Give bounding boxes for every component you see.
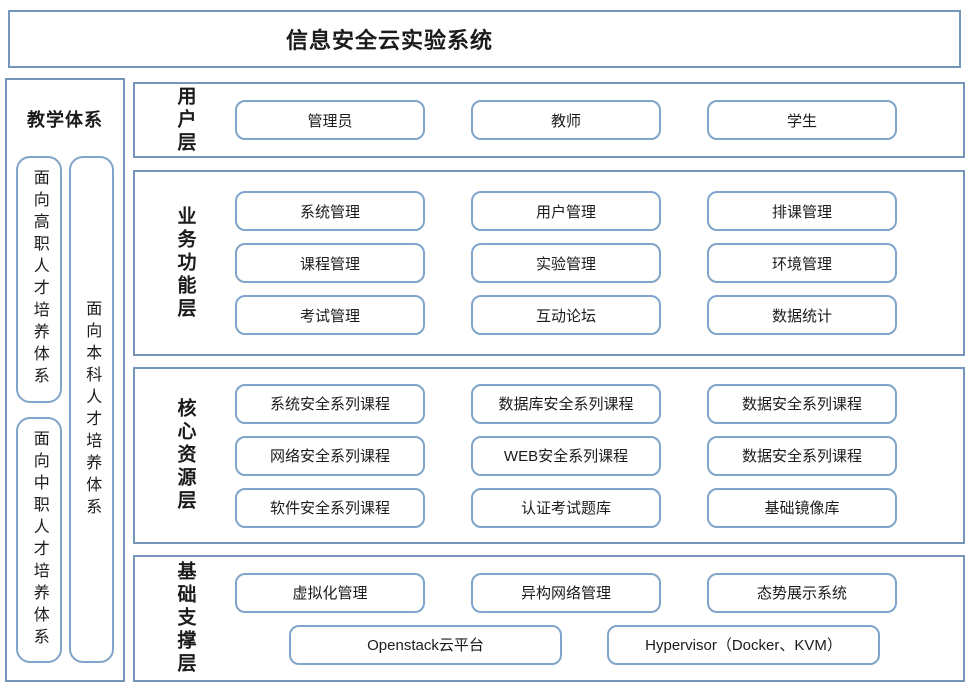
web-security-courses-box: WEB安全系列课程: [471, 435, 661, 476]
teaching-system-columns: 面向高职人才培养体系 面向中职人才培养体系 面向本科人才培养体系: [7, 132, 123, 680]
course-mgmt-box: 课程管理: [235, 243, 425, 283]
infrastructure-layer-label-wrap: 基础支撑层: [135, 557, 235, 680]
virtualization-mgmt-box: 虚拟化管理: [235, 572, 425, 613]
environment-mgmt-box: 环境管理: [707, 243, 897, 283]
teacher-box: 教师: [471, 100, 661, 140]
network-security-courses-box: 网络安全系列课程: [235, 435, 425, 476]
title-bar: 信息安全云实验系统: [8, 10, 961, 68]
openstack-platform-box: Openstack云平台: [289, 624, 562, 665]
experiment-mgmt-box: 实验管理: [471, 243, 661, 283]
user-layer: 用户层 管理员 教师 学生: [133, 82, 965, 158]
system-security-courses-box: 系统安全系列课程: [235, 383, 425, 424]
admin-box: 管理员: [235, 100, 425, 140]
page-title: 信息安全云实验系统: [285, 28, 493, 53]
business-layer-label-wrap: 业务功能层: [135, 172, 235, 354]
secondary-vocational-label: 面向中职人才培养体系: [30, 429, 48, 650]
base-image-library-box: 基础镜像库: [707, 487, 897, 528]
infrastructure-layer-content: 虚拟化管理 异构网络管理 态势展示系统 Openstack云平台 Hypervi…: [235, 557, 963, 680]
user-layer-label: 用户层: [174, 85, 196, 155]
hypervisor-box: Hypervisor（Docker、KVM）: [607, 624, 880, 665]
secondary-vocational-box: 面向中职人才培养体系: [16, 416, 62, 663]
system-mgmt-box: 系统管理: [235, 191, 425, 231]
higher-vocational-label: 面向高职人才培养体系: [30, 169, 48, 390]
user-layer-content: 管理员 教师 学生: [235, 84, 963, 156]
business-layer-content: 系统管理 用户管理 排课管理 课程管理 实验管理 环境管理 考试管理 互动论坛 …: [235, 172, 963, 354]
student-box: 学生: [707, 100, 897, 140]
user-layer-label-wrap: 用户层: [135, 84, 235, 156]
certification-exam-bank-box: 认证考试题库: [471, 487, 661, 528]
business-layer-label: 业务功能层: [174, 205, 196, 321]
statistics-box: 数据统计: [707, 295, 897, 335]
undergraduate-label: 面向本科人才培养体系: [83, 299, 101, 520]
vocational-column: 面向高职人才培养体系 面向中职人才培养体系: [16, 156, 62, 663]
higher-vocational-box: 面向高职人才培养体系: [16, 156, 62, 403]
user-mgmt-box: 用户管理: [471, 191, 661, 231]
situation-display-box: 态势展示系统: [707, 572, 897, 613]
undergraduate-column: 面向本科人才培养体系: [68, 156, 114, 663]
data-security-courses-box-1: 数据安全系列课程: [707, 383, 897, 424]
resource-layer-label-wrap: 核心资源层: [135, 369, 235, 542]
forum-box: 互动论坛: [471, 295, 661, 335]
heterogeneous-network-mgmt-box: 异构网络管理: [471, 572, 661, 613]
exam-mgmt-box: 考试管理: [235, 295, 425, 335]
resource-layer-content: 系统安全系列课程 数据库安全系列课程 数据安全系列课程 网络安全系列课程 WEB…: [235, 369, 963, 542]
undergraduate-box: 面向本科人才培养体系: [68, 156, 114, 663]
scheduling-mgmt-box: 排课管理: [707, 191, 897, 231]
teaching-system-panel: 教学体系 面向高职人才培养体系 面向中职人才培养体系 面向本科人才培养体系: [5, 78, 125, 682]
data-security-courses-box-2: 数据安全系列课程: [707, 435, 897, 476]
infrastructure-layer: 基础支撑层 虚拟化管理 异构网络管理 态势展示系统 Openstack云平台 H…: [133, 555, 965, 682]
resource-layer-label: 核心资源层: [174, 398, 196, 513]
core-resource-layer: 核心资源层 系统安全系列课程 数据库安全系列课程 数据安全系列课程 网络安全系列…: [133, 367, 965, 544]
teaching-system-heading: 教学体系: [27, 110, 103, 130]
software-security-courses-box: 软件安全系列课程: [235, 487, 425, 528]
business-function-layer: 业务功能层 系统管理 用户管理 排课管理 课程管理 实验管理 环境管理 考试管理…: [133, 170, 965, 356]
database-security-courses-box: 数据库安全系列课程: [471, 383, 661, 424]
infrastructure-layer-label: 基础支撑层: [174, 561, 196, 676]
